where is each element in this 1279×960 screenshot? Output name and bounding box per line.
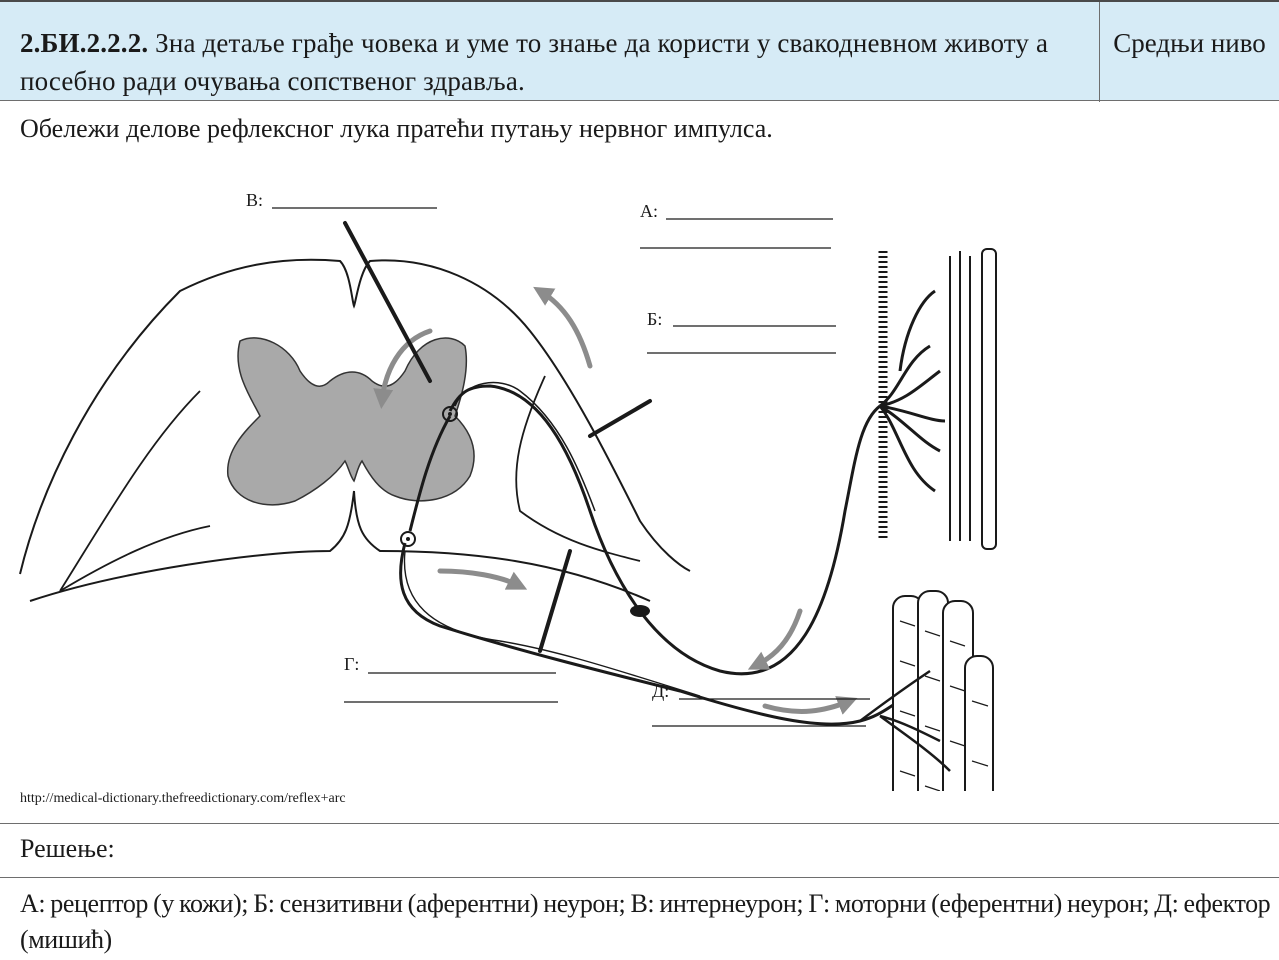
solution-label: Решење: [20,834,115,864]
label-g: Г: [344,654,359,674]
label-a: А: [640,201,658,221]
header-divider [1099,2,1100,102]
standard-header: 2.БИ.2.2.2. Зна детаље грађе човека и ум… [0,0,1279,101]
label-d: Д: [652,681,669,701]
solution-label-row: Решење: [0,823,1279,877]
gray-matter [228,338,474,505]
skin-receptor [880,249,996,549]
motor-neuron [401,543,900,724]
sensory-neuron [450,386,880,674]
solution-text: А: рецептор (у кожи); Б: сензитивни (афе… [20,886,1275,958]
difficulty-level: Средњи ниво [1102,24,1277,62]
standard-description: 2.БИ.2.2.2. Зна детаље грађе човека и ум… [20,24,1090,100]
label-b: Б: [647,309,662,329]
spinal-cord-lower [30,491,650,601]
label-v: В: [246,190,263,210]
source-url: http://medical-dictionary.thefreediction… [20,791,346,807]
task-section: Обележи делове рефлексног лука пратећи п… [0,101,1279,823]
standard-code: 2.БИ.2.2.2. [20,28,148,58]
solution-row: А: рецептор (у кожи); Б: сензитивни (афе… [0,877,1279,960]
reflex-arc-diagram: В: А: Б: Г: Д: [0,131,1279,791]
muscle-effector [860,591,993,791]
standard-text: Зна детаље грађе човека и уме то знање д… [20,28,1048,96]
